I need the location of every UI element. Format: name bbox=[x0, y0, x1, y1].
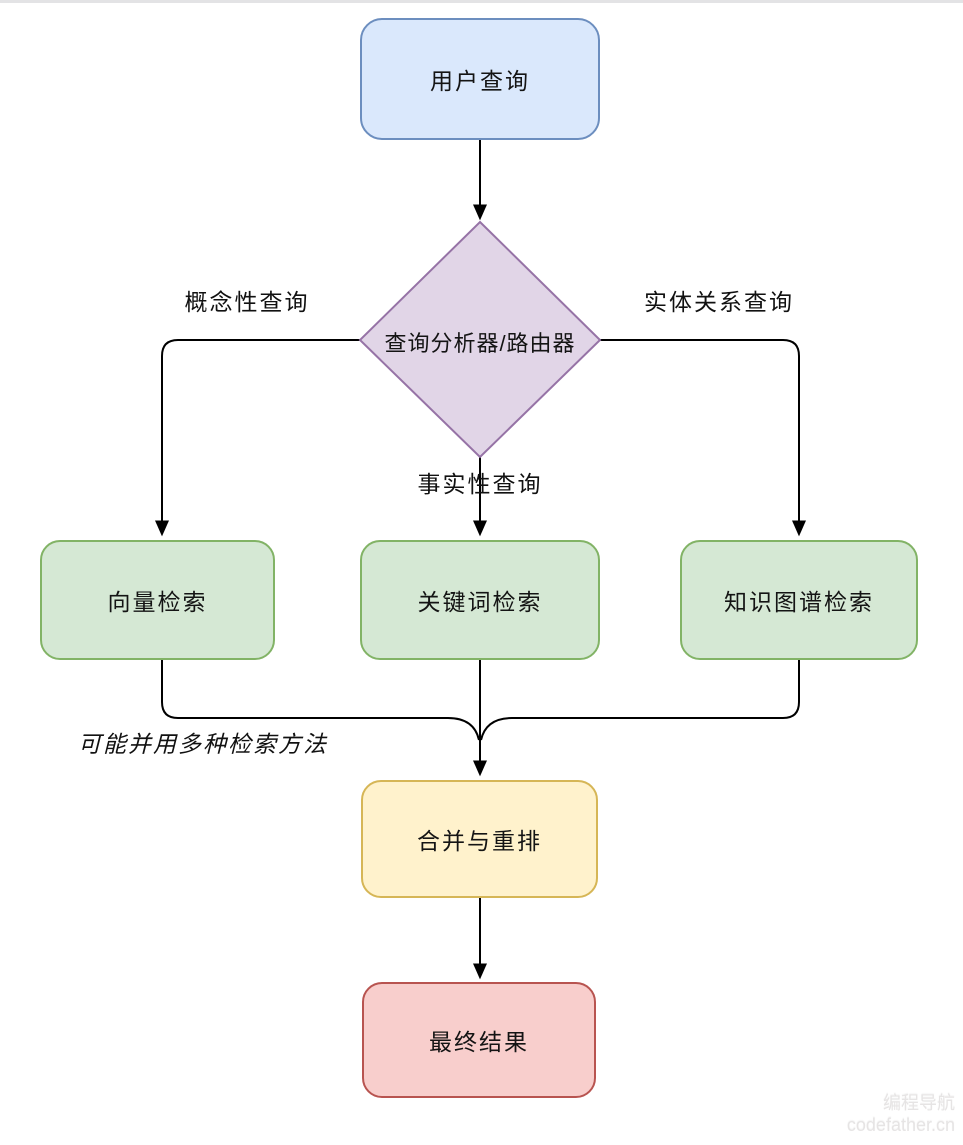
edge-label-factual-query: 事实性查询 bbox=[417, 471, 543, 497]
top-edge-strip bbox=[0, 0, 963, 3]
node-merge-rerank: 合并与重排 bbox=[361, 780, 598, 898]
annotation-parallel-retrieval-note: 可能并用多种检索方法 bbox=[78, 731, 328, 757]
node-vector-search-label: 向量检索 bbox=[107, 589, 208, 615]
edge-router-to-kg bbox=[600, 339, 807, 537]
node-keyword-search: 关键词检索 bbox=[360, 540, 600, 660]
node-kg-search: 知识图谱检索 bbox=[680, 540, 918, 660]
node-user-query-label: 用户查询 bbox=[430, 68, 530, 94]
edge-kg-to-junction bbox=[480, 660, 800, 741]
node-vector-search: 向量检索 bbox=[40, 540, 275, 660]
node-router-label: 查询分析器/路由器 bbox=[384, 331, 576, 356]
node-keyword-search-label: 关键词检索 bbox=[417, 589, 543, 615]
edge-vector-to-junction bbox=[161, 660, 480, 741]
edge-label-conceptual-query: 概念性查询 bbox=[184, 289, 310, 315]
edge-label-entity-relation-query: 实体关系查询 bbox=[644, 289, 794, 315]
node-merge-rerank-label: 合并与重排 bbox=[417, 828, 542, 854]
watermark: 编程导航 codefather.cn bbox=[847, 1093, 955, 1137]
edge-router-to-vector bbox=[154, 339, 360, 537]
watermark-brand: 编程导航 bbox=[883, 1093, 955, 1114]
router-diamond-shape bbox=[358, 220, 602, 459]
node-kg-search-label: 知识图谱检索 bbox=[724, 589, 874, 615]
node-final-result: 最终结果 bbox=[362, 982, 596, 1098]
node-final-result-label: 最终结果 bbox=[429, 1029, 529, 1055]
node-user-query: 用户查询 bbox=[360, 18, 600, 140]
watermark-url: codefather.cn bbox=[846, 1115, 955, 1136]
